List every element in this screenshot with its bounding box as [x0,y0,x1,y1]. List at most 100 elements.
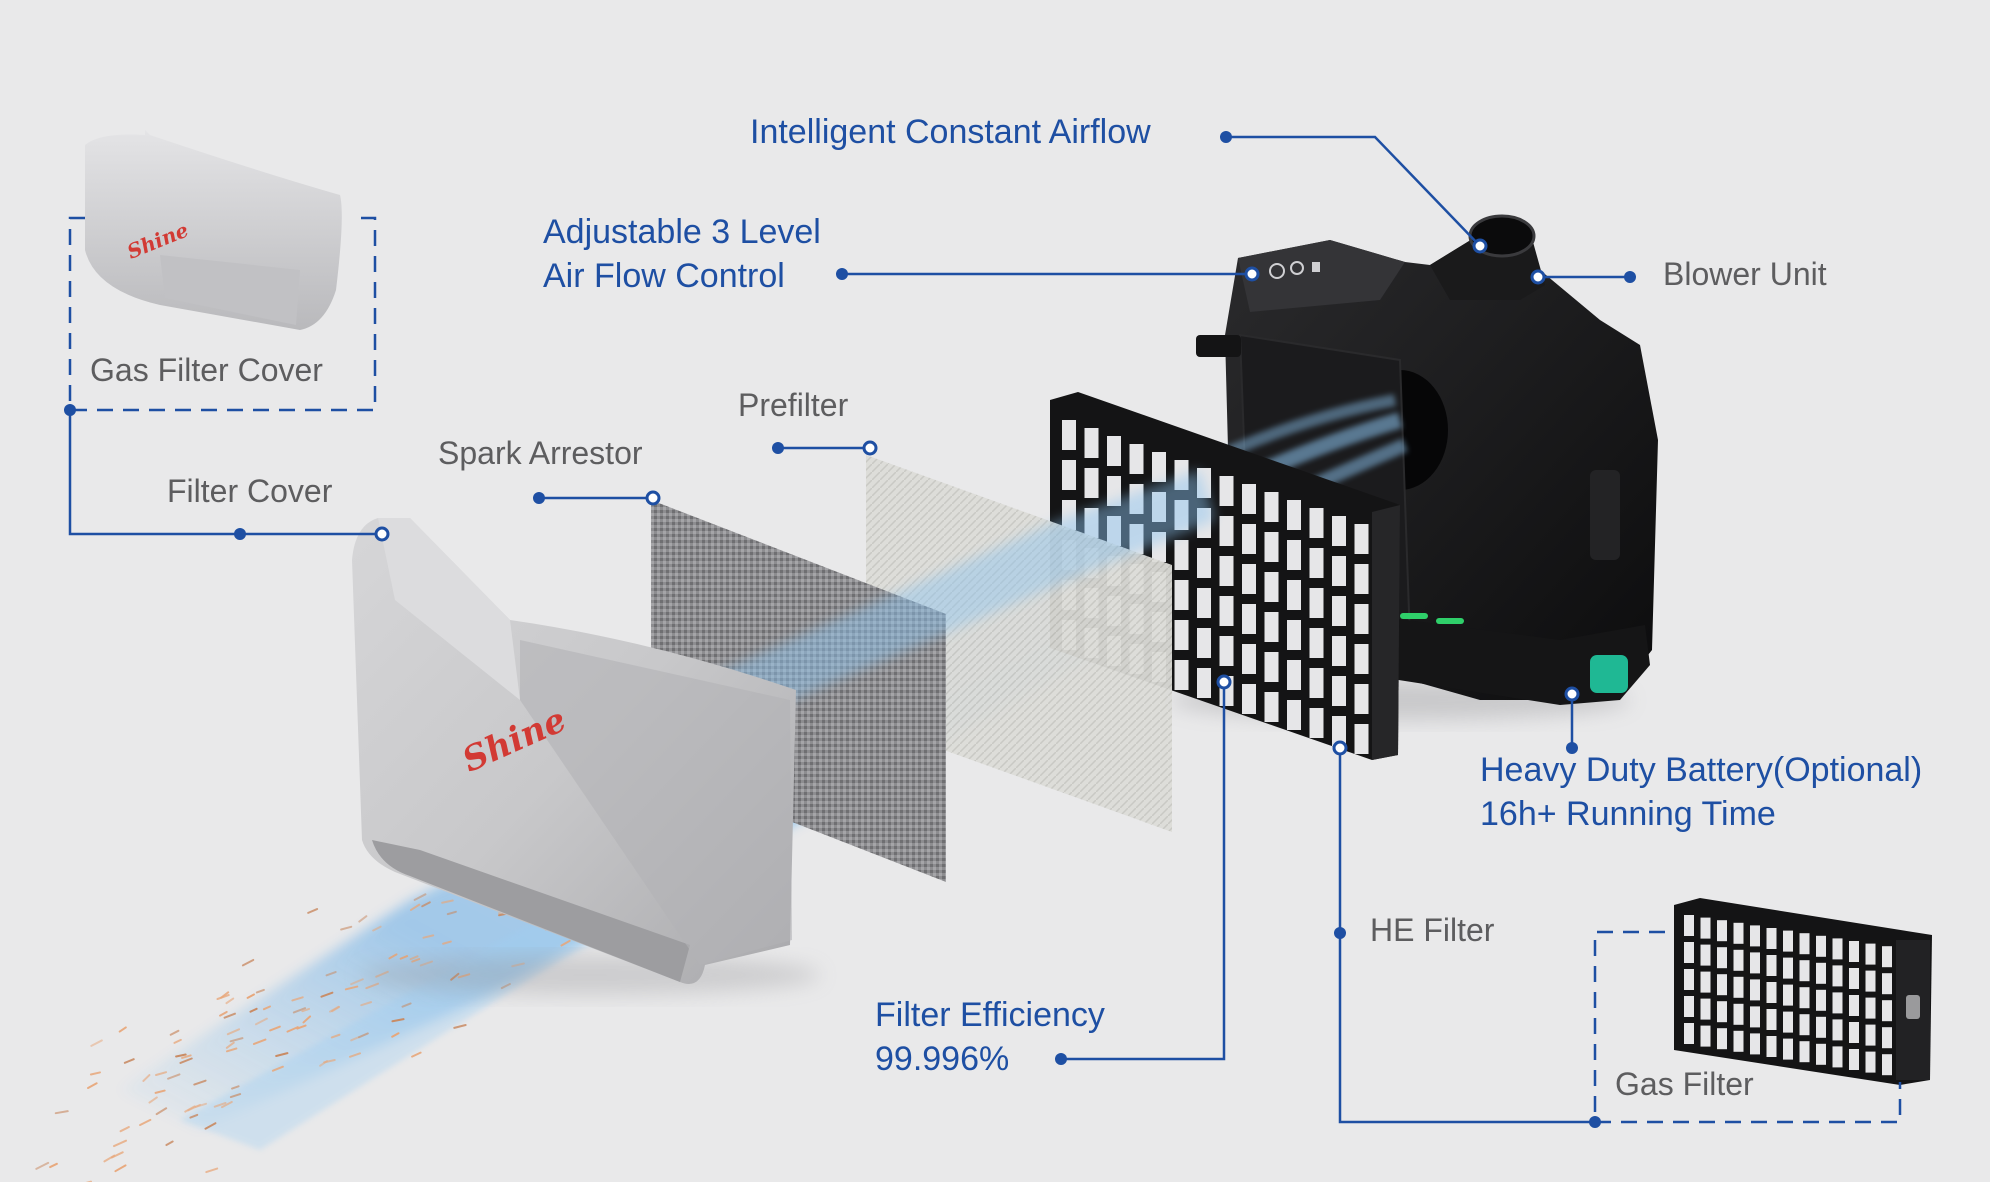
dust-particle [113,1139,127,1148]
dust-particle [275,1052,289,1057]
dust-particle [388,953,398,960]
filter-cell [1700,1025,1711,1047]
filter-cell [1309,668,1324,698]
dust-particle [204,1122,217,1130]
filter-cell [1849,995,1859,1016]
filter-cell [1816,1043,1826,1065]
filter-cell [1816,1016,1826,1038]
filter-cell [1865,1051,1876,1073]
filter-cell [1849,1049,1859,1070]
filter-cell [1287,700,1301,730]
label-battery: Heavy Duty Battery(Optional) 16h+ Runnin… [1480,748,1922,836]
dust-particle [252,1038,267,1045]
filter-cell [1684,1023,1694,1044]
label-blower-unit: Blower Unit [1663,256,1827,292]
dust-particle [226,1028,241,1036]
dust-particle [165,1140,174,1147]
dust-particle [329,1005,340,1013]
callout-nodes [64,131,1636,1128]
filter-cell [1219,596,1234,626]
dust-particle [413,893,427,901]
leader-he-filter [1338,748,1595,1124]
dust-particle [189,1113,199,1119]
ring-icon [1472,238,1488,254]
filter-cell [1717,1028,1727,1050]
gas-filter-cover-image: Shine [85,130,342,330]
dust-particle [231,1085,240,1090]
filter-cell [1242,604,1256,634]
filter-cell [1174,620,1189,650]
filter-cell [1766,955,1777,976]
dust-particle [358,915,368,923]
dust-particle [139,1118,152,1127]
dust-particle [372,925,382,932]
dust-particle [119,1126,130,1133]
filter-cell [1816,935,1826,957]
dust-particle [358,1032,369,1039]
dust-particle [421,901,431,908]
dust-particle [49,1162,58,1169]
dust-particle [187,1103,201,1112]
filter-cell [1882,1027,1892,1049]
filter-cell [1783,957,1793,979]
label-gas-filter-cover: Gas Filter Cover [90,352,323,388]
filter-cell [1174,660,1189,690]
filter-cell [1832,992,1843,1014]
filter-cell [1700,998,1711,1020]
filter-cell [1332,636,1346,666]
filter-cell [1783,1038,1793,1060]
filter-cell [1816,989,1826,1011]
dot-icon [1624,271,1636,283]
filter-cell [1750,1006,1760,1028]
filter-cell [1865,1024,1876,1046]
dot-icon [772,442,784,454]
filter-cell [1264,492,1279,522]
dust-particle [330,1033,341,1039]
filter-cell [1084,428,1099,458]
filter-cell [1354,684,1369,714]
filter-cell [1219,556,1234,586]
dust-particle [167,1073,181,1080]
filter-cell [1219,476,1234,506]
filter-cell [1197,628,1211,658]
dust-particle [249,1007,258,1013]
dust-particle [229,1093,242,1099]
label-filter-efficiency-line1: Filter Efficiency [875,996,1105,1034]
filter-cell [1309,548,1324,578]
dust-particle [422,934,435,939]
gas-filter-image [1674,898,1932,1085]
ring-icon [1216,674,1232,690]
label-prefilter: Prefilter [738,387,849,423]
dust-particle [35,1161,50,1170]
dust-particle [142,1074,151,1082]
filter-cell [1799,1041,1810,1063]
dust-particle [110,1151,124,1159]
dot-icon [1589,1116,1601,1128]
dust-particle [401,1002,412,1008]
filter-cell [1849,941,1859,962]
dust-particle [179,1057,193,1064]
label-airflow-control-line1: Adjustable 3 Level [543,213,821,251]
dust-particle [213,1101,227,1108]
dust-particle [340,925,353,931]
filter-cell [1700,917,1711,939]
dot-icon [64,404,76,416]
filter-cell [1733,1003,1744,1025]
filter-cell [1750,925,1760,947]
filter-cell [1882,1000,1892,1022]
filter-cell [1309,628,1324,658]
filter-cell [1309,588,1324,618]
gas-filter-cover-frame [68,216,377,412]
dust-particle [54,1110,69,1115]
dust-particle [446,910,457,916]
dust-particle [181,1054,192,1059]
label-filter-cover: Filter Cover [167,473,333,509]
filter-cell [1700,971,1711,993]
filter-cell [1242,564,1256,594]
filter-cell [1332,676,1346,706]
dust-particle [302,1015,312,1024]
dust-particle [155,1107,168,1116]
filter-cell [1750,1033,1760,1055]
dust-particle [271,1065,284,1072]
filter-cell [1783,930,1793,952]
